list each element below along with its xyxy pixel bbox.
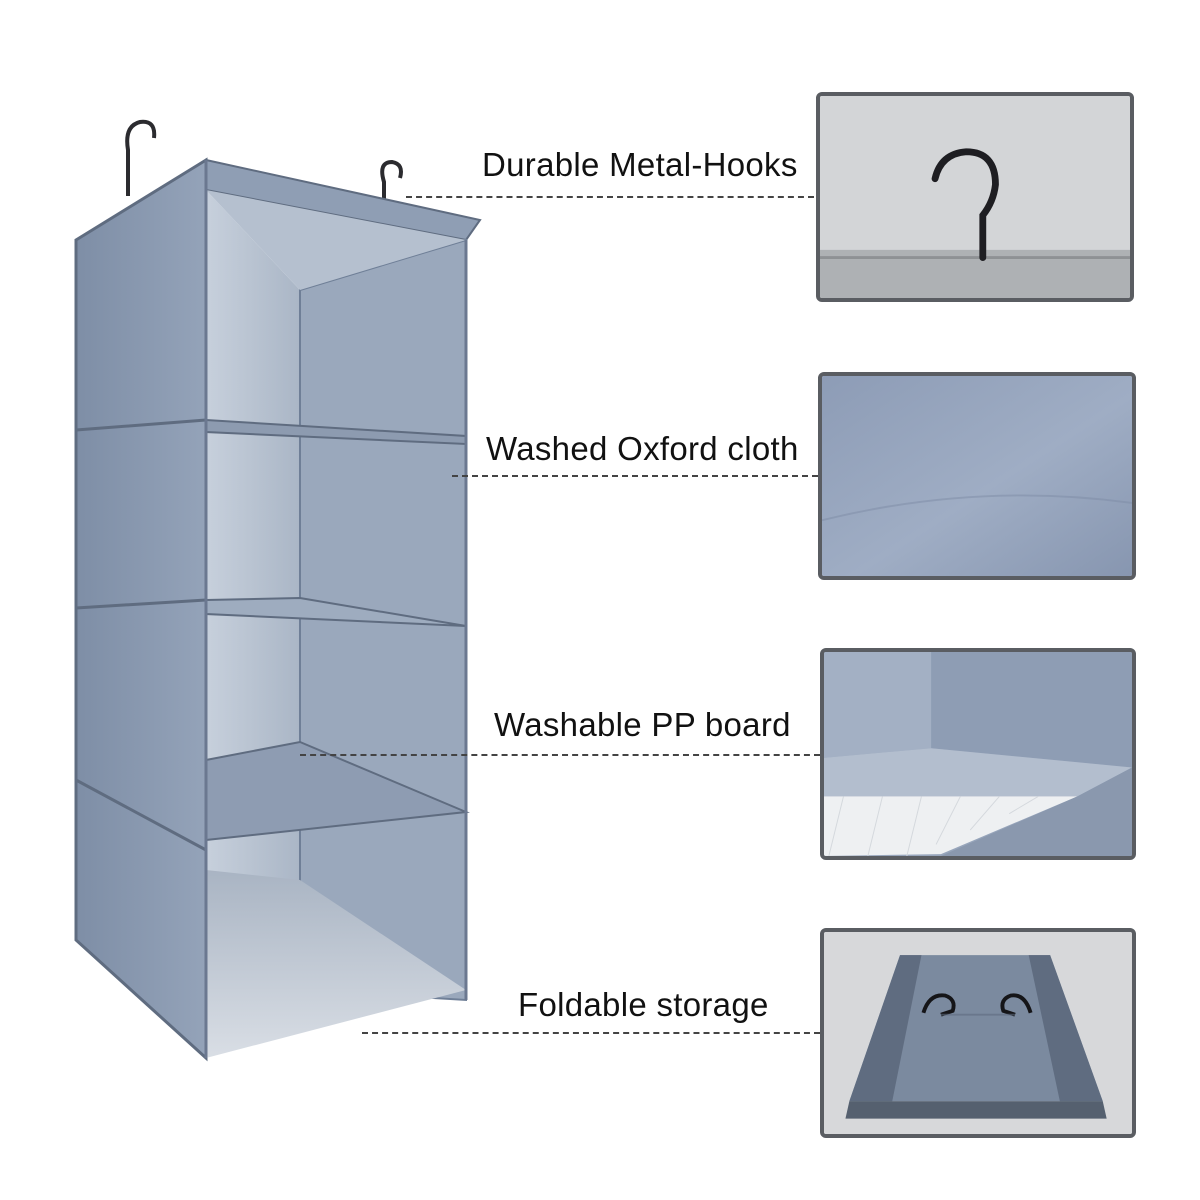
hanging-organizer-illustration [74,119,482,1062]
board-closeup-frame [820,648,1136,860]
hooks-closeup-frame [816,92,1134,302]
feature-label-board: Washable PP board [494,706,791,743]
metal-hook-closeup-icon [820,96,1130,298]
cloth-closeup-frame [818,372,1136,580]
left-hook-icon [125,119,157,196]
foldable-closeup-frame [820,928,1136,1138]
folded-organizer-closeup-icon [824,932,1132,1134]
feature-label-cloth: Washed Oxford cloth [486,430,799,467]
leader-line-foldable [362,1032,820,1034]
leader-line-board [300,754,820,756]
right-hook-icon [380,159,403,214]
leader-line-hooks [406,196,814,198]
leader-line-cloth [452,475,818,477]
pp-board-closeup-icon [824,652,1132,856]
feature-label-foldable: Foldable storage [518,986,769,1023]
oxford-cloth-closeup-icon [822,376,1132,576]
feature-label-hooks: Durable Metal-Hooks [482,146,798,183]
